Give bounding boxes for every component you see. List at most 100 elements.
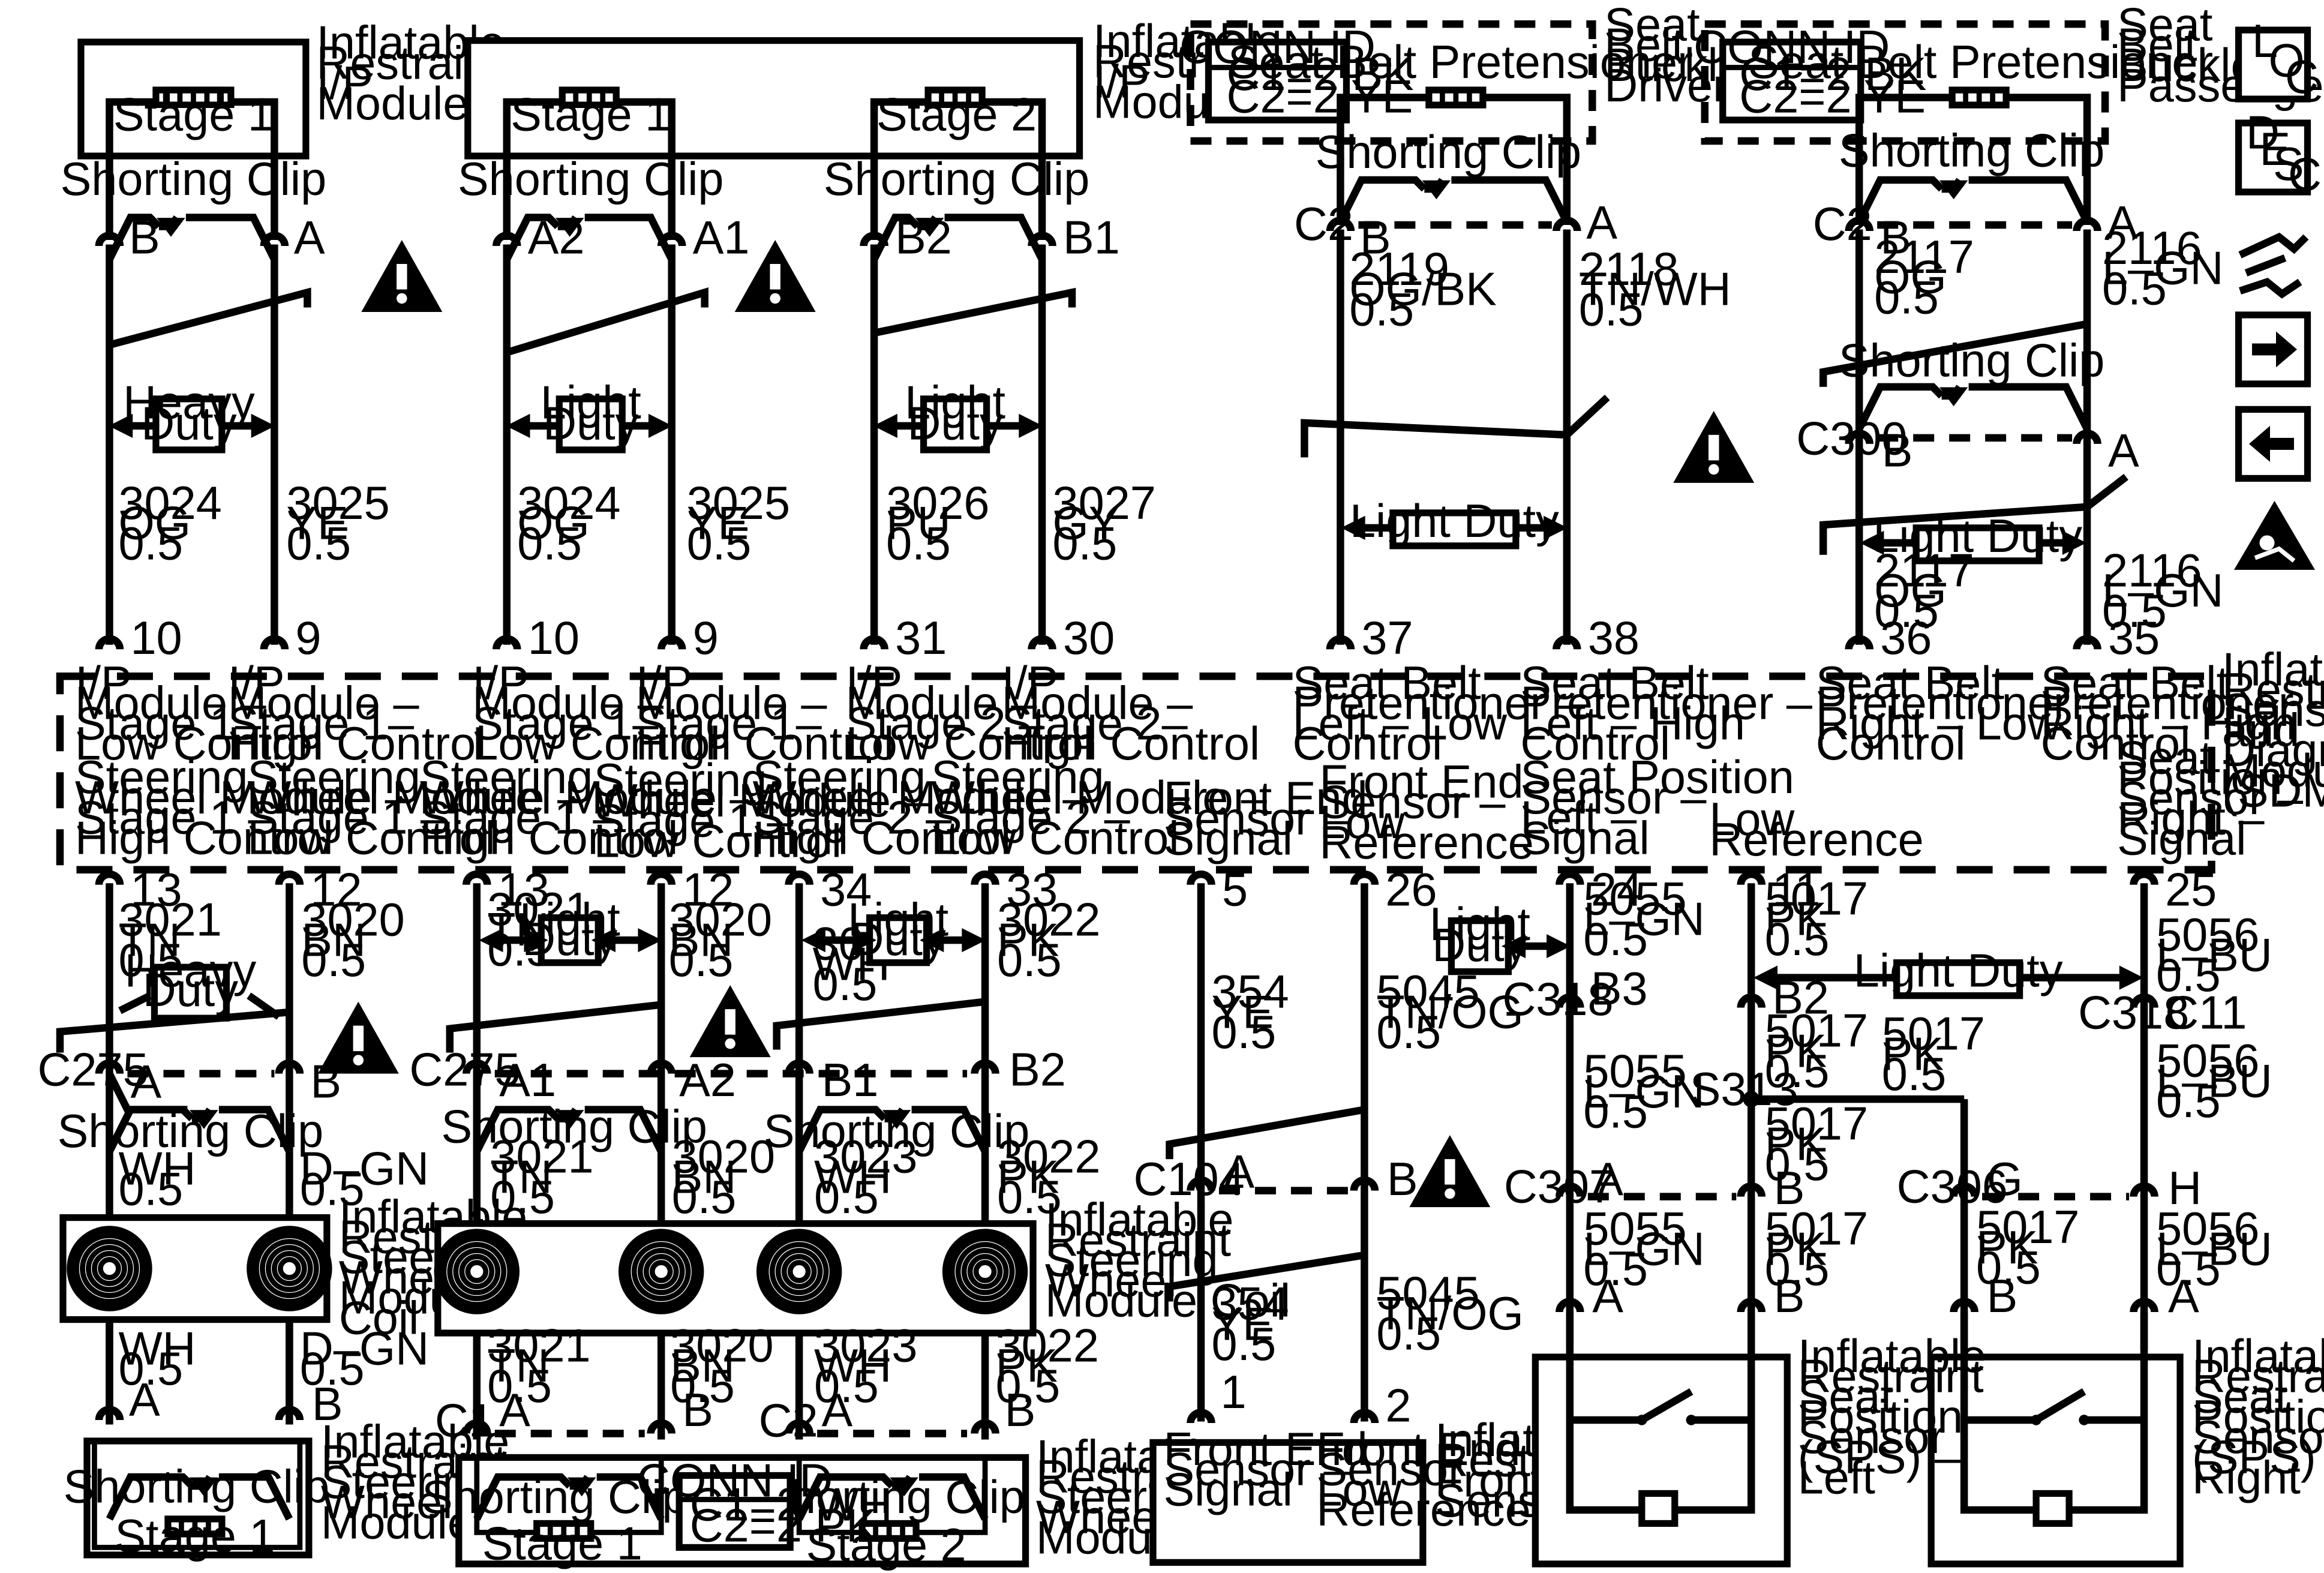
harness-break bbox=[2085, 473, 2128, 510]
conn-id-line: C2=2 PK bbox=[690, 1500, 877, 1551]
conn-id-box bbox=[1719, 38, 1864, 124]
harness-break bbox=[1819, 503, 2088, 555]
wire-label: WH bbox=[814, 1151, 891, 1203]
sps-right-label: Position bbox=[2192, 1391, 2324, 1443]
shorting-clip bbox=[1968, 176, 2091, 224]
sdm-label: (SDM) bbox=[2222, 766, 2324, 817]
wire-label: 3024 bbox=[517, 478, 620, 529]
shorting-clip-contact bbox=[157, 218, 185, 237]
pin-letter: A bbox=[129, 1374, 160, 1425]
wire-label: BN bbox=[669, 914, 734, 966]
pretensioner-driver-label: Belt bbox=[1604, 19, 1685, 71]
pin-number: 10 bbox=[130, 613, 182, 664]
wire-label: PK bbox=[1882, 1028, 1944, 1080]
shorting-clip bbox=[185, 214, 278, 262]
splice-dot bbox=[2031, 1415, 2041, 1425]
front-end-pin2-label: Low bbox=[1316, 1464, 1402, 1515]
duty-arrow-head bbox=[108, 413, 133, 439]
duty-arrow-head bbox=[920, 928, 944, 953]
wire-label: 0.5 bbox=[1765, 1046, 1830, 1097]
wire-label: 0.5 bbox=[1376, 1007, 1441, 1058]
wrench-connector-icon[interactable] bbox=[2238, 232, 2309, 299]
connector-pin bbox=[1187, 1409, 1215, 1424]
connector-pin bbox=[647, 870, 675, 885]
clip-link bbox=[106, 1071, 188, 1113]
coil-spiral bbox=[775, 1248, 823, 1295]
connector-pin bbox=[2130, 870, 2158, 885]
pin-number: 37 bbox=[1361, 613, 1413, 664]
sdm-circuit-label: Stage 1 – bbox=[420, 792, 620, 844]
pin-letter: B1 bbox=[822, 1055, 879, 1106]
airbag-warning-figure bbox=[2254, 546, 2296, 563]
shorting-clip bbox=[1855, 383, 1945, 431]
airbag-warning-icon[interactable] bbox=[2234, 500, 2316, 570]
sdm-circuit-label: Reference bbox=[1709, 814, 1923, 866]
connector-name: C300 bbox=[1796, 413, 1907, 464]
sdm-circuit-label: Control bbox=[1816, 718, 1966, 770]
connector-pin bbox=[657, 232, 686, 247]
sdm-circuit-label: Stage 1– bbox=[228, 698, 415, 749]
connector-pin bbox=[860, 232, 888, 247]
wire-label: L–BU bbox=[2156, 1223, 2272, 1275]
wire-label: OG/BK bbox=[1349, 264, 1496, 316]
wire-label: 354 bbox=[1211, 966, 1289, 1018]
pretensioner-passenger-label: Belt bbox=[2117, 19, 2197, 71]
splice-dot bbox=[1637, 1415, 1647, 1425]
wire-label: 3021 bbox=[118, 894, 221, 946]
conn-id-line: C1=2 BK bbox=[1226, 49, 1413, 100]
wire-label: 3022 bbox=[996, 1320, 1099, 1372]
sdm-circuit-label: I/P bbox=[636, 658, 693, 709]
wire-label: 5017 bbox=[1765, 1203, 1868, 1255]
connector-name: C318 bbox=[1502, 974, 1613, 1025]
coil-spiral bbox=[441, 1236, 513, 1307]
squib-lead bbox=[616, 98, 675, 240]
coil-spiral bbox=[86, 1245, 133, 1292]
wire-label: 0.5 bbox=[286, 518, 351, 569]
sps-left-label: Restraint bbox=[1798, 1351, 1984, 1403]
wire-label: 5056 bbox=[2156, 1203, 2259, 1255]
connector-pin bbox=[2130, 1298, 2158, 1313]
front-end-sensor-box bbox=[1149, 1439, 1427, 1566]
sdm-circuit-label: I/P bbox=[1002, 658, 1059, 709]
sdm-circuit-label: Steering bbox=[931, 752, 1104, 803]
sps-right-box bbox=[1927, 1353, 2184, 1568]
sdm-circuit-label: Low Control bbox=[472, 718, 720, 770]
harness-break bbox=[1564, 394, 1610, 438]
wire-label: 0.5 bbox=[300, 1163, 365, 1215]
conn-id-title: CONN ID bbox=[636, 1455, 833, 1506]
loc-icon[interactable] bbox=[2235, 26, 2311, 103]
duty-arrow-head bbox=[591, 928, 615, 953]
front-end-pin1-label: Signal bbox=[1163, 1464, 1292, 1515]
connector-pin bbox=[860, 635, 888, 650]
sdm-circuit-label: Seat Belt bbox=[1292, 658, 1481, 709]
shorting-clip-contact bbox=[915, 218, 944, 237]
stage-label: Stage 2 bbox=[806, 1520, 966, 1571]
wire-label: 0.5 bbox=[301, 935, 366, 986]
squib-lead bbox=[503, 98, 563, 240]
wire-label: 0.5 bbox=[813, 959, 878, 1010]
sdm-circuit-label: Position bbox=[2117, 752, 2283, 804]
light-duty-box bbox=[1912, 524, 2043, 565]
wire-label: 2116 bbox=[2102, 545, 2202, 596]
sdm-circuit-label: Stage 1– bbox=[636, 698, 822, 749]
shorting-clip bbox=[919, 1473, 989, 1521]
wire-label: 0.5 bbox=[1874, 586, 1939, 637]
sdm-label: Module bbox=[2222, 745, 2324, 797]
coil-spiral bbox=[967, 1254, 1003, 1289]
wire-label: 0.5 bbox=[2102, 263, 2167, 314]
wire-label: 0.5 bbox=[118, 518, 183, 569]
connector-pin bbox=[463, 1059, 491, 1074]
duty-label: Duty bbox=[907, 398, 1003, 449]
connector-pin bbox=[2130, 1182, 2158, 1197]
sps-internal bbox=[1566, 1312, 1755, 1514]
sdm-circuit-label: Stage 1 – bbox=[594, 795, 794, 847]
wire-label: PK bbox=[1765, 1118, 1827, 1170]
desc-icon[interactable] bbox=[2235, 119, 2311, 196]
duty-arrow-head bbox=[852, 928, 877, 953]
warning-icon-bar bbox=[770, 263, 780, 290]
pin-letter: A1 bbox=[499, 1055, 556, 1106]
wire-label: 0.5 bbox=[1882, 1049, 1947, 1100]
shorting-clip-contact bbox=[568, 1477, 596, 1497]
loc-icon-letter: O bbox=[2269, 35, 2305, 87]
connector-pin bbox=[1028, 232, 1056, 247]
